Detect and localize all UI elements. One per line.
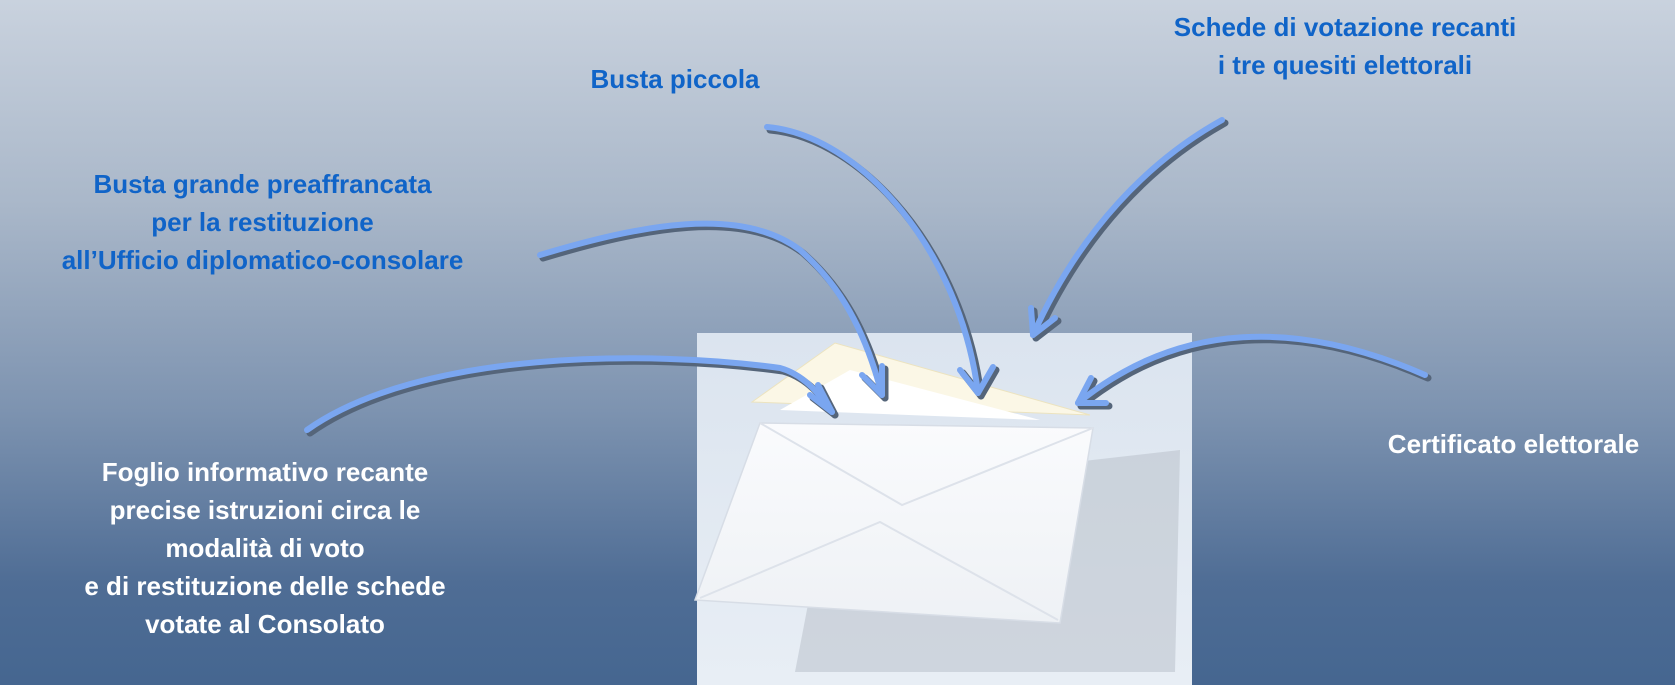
label-line: e di restituzione delle schede xyxy=(84,571,446,601)
envelope-insert xyxy=(780,370,1040,420)
arrow-foglio-shadow xyxy=(306,357,839,437)
arrow-schede xyxy=(1030,117,1225,338)
envelope-body xyxy=(693,422,1094,624)
arrow-schede-head xyxy=(1028,305,1058,338)
label-certificato-elettorale: Certificato elettorale xyxy=(1352,425,1675,463)
label-schede-votazione: Schede di votazione recanti i tre quesit… xyxy=(1100,8,1590,84)
arrow-busta-grande-head xyxy=(859,363,885,398)
envelope-icon xyxy=(693,342,1180,672)
label-line: votate al Consolato xyxy=(145,609,385,639)
label-line: Schede di votazione recanti xyxy=(1173,12,1517,42)
label-line: Busta piccola xyxy=(590,64,760,94)
label-foglio-informativo: Foglio informativo recante precise istru… xyxy=(30,453,500,643)
label-line: precise istruzioni circa le xyxy=(109,495,421,525)
arrow-certificato-head xyxy=(1075,375,1109,406)
label-busta-grande: Busta grande preaffrancata per la restit… xyxy=(0,165,525,279)
label-line: all’Ufficio diplomatico-consolare xyxy=(61,245,464,275)
arrow-busta-piccola-head xyxy=(957,364,996,396)
arrow-certificato xyxy=(1075,333,1428,406)
arrow-foglio xyxy=(304,355,835,433)
arrow-foglio-head xyxy=(807,382,835,415)
label-line: Busta grande preaffrancata xyxy=(93,169,432,199)
arrow-certificato-shadow xyxy=(1077,336,1432,410)
envelope-fold-bottom xyxy=(699,520,1059,621)
label-busta-piccola: Busta piccola xyxy=(540,60,810,98)
label-line: Foglio informativo recante xyxy=(101,457,429,487)
label-line: Certificato elettorale xyxy=(1387,429,1640,459)
label-line: i tre quesiti elettorali xyxy=(1217,50,1473,80)
envelope-fold-top xyxy=(759,422,1094,507)
arrow-busta-piccola xyxy=(764,124,981,396)
label-line: modalità di voto xyxy=(165,533,365,563)
arrow-busta-grande xyxy=(537,220,885,398)
arrow-schede-shadow xyxy=(1032,119,1229,342)
label-line: per la restituzione xyxy=(151,207,374,237)
